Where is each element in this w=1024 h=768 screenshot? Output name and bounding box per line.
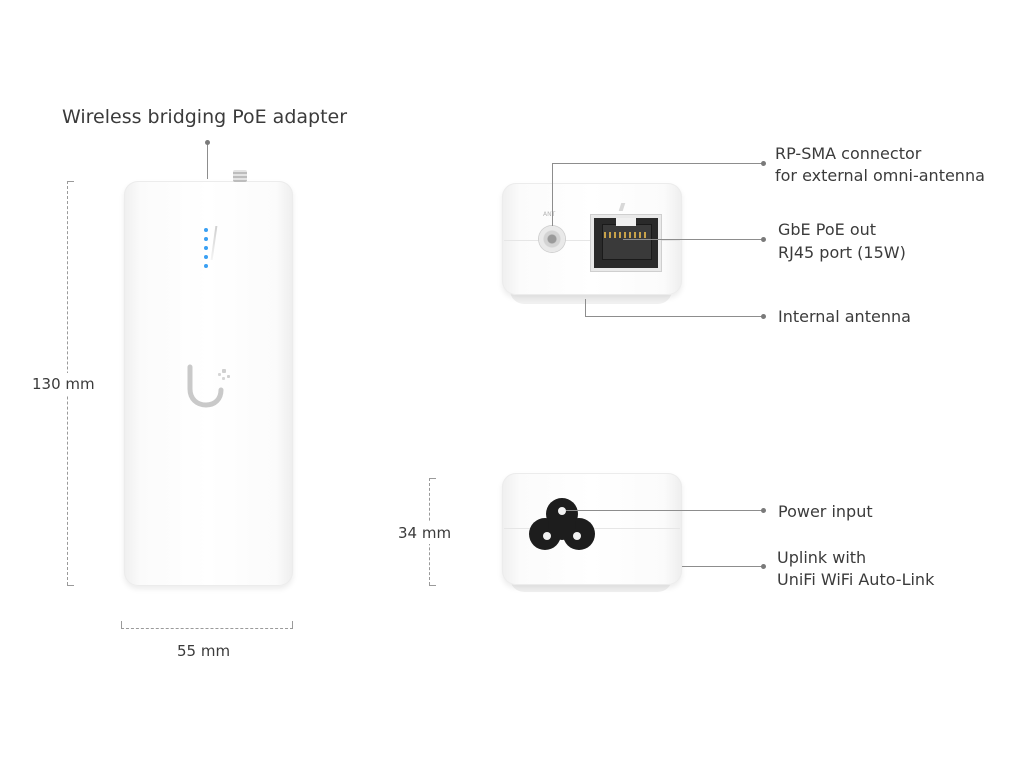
uplink-label-line2: UniFi WiFi Auto-Link — [777, 570, 935, 589]
gbe-leader-dot — [761, 237, 766, 242]
power-input-label: Power input — [778, 502, 873, 521]
uplink-label-line1: Uplink with — [777, 548, 867, 567]
rpsma-leader-dot — [761, 161, 766, 166]
status-led-5 — [204, 264, 208, 268]
height-tick-bottom — [67, 585, 74, 586]
power-leader-line — [566, 510, 763, 511]
height-tick-top — [67, 181, 74, 182]
width-label: 55 mm — [177, 642, 231, 660]
rpsma-leader-vertical — [552, 163, 553, 226]
status-led-1 — [204, 228, 208, 232]
depth-label: 34 mm — [398, 522, 452, 544]
status-led-2 — [204, 237, 208, 241]
antenna-port-marking: ANT — [543, 211, 556, 218]
rpsma-label-line1: RP-SMA connector — [775, 144, 922, 163]
device-front-view — [124, 181, 293, 586]
gbe-label-line2: RJ45 port (15W) — [778, 243, 906, 262]
width-dimension-line — [121, 628, 293, 629]
uplink-leader-line — [682, 566, 763, 567]
rj45-port — [591, 215, 661, 271]
gbe-leader-line — [623, 239, 763, 240]
antenna-leader-vertical — [585, 299, 586, 316]
depth-tick-bottom — [429, 585, 436, 586]
unifi-logo-icon — [187, 364, 230, 408]
gbe-label-line1: GbE PoE out — [778, 220, 877, 239]
rpsma-leader-horizontal — [552, 163, 763, 164]
height-label: 130 mm — [32, 373, 95, 395]
antenna-connector-top — [233, 170, 247, 182]
width-tick-left — [121, 621, 122, 628]
power-leader-dot — [761, 508, 766, 513]
antenna-leader-horizontal — [585, 316, 763, 317]
status-led-3 — [204, 246, 208, 250]
power-inlet-icon — [529, 498, 595, 550]
diagram-title: Wireless bridging PoE adapter — [62, 106, 348, 128]
internal-antenna-label: Internal antenna — [778, 307, 911, 326]
status-led-4 — [204, 255, 208, 259]
uplink-leader-dot — [761, 564, 766, 569]
title-leader-dot — [205, 140, 210, 145]
width-tick-right — [292, 621, 293, 628]
title-leader-line — [207, 143, 208, 179]
rpsma-label-line2: for external omni-antenna — [775, 166, 985, 185]
depth-tick-top — [429, 478, 436, 479]
rpsma-connector — [539, 226, 565, 252]
antenna-leader-dot — [761, 314, 766, 319]
